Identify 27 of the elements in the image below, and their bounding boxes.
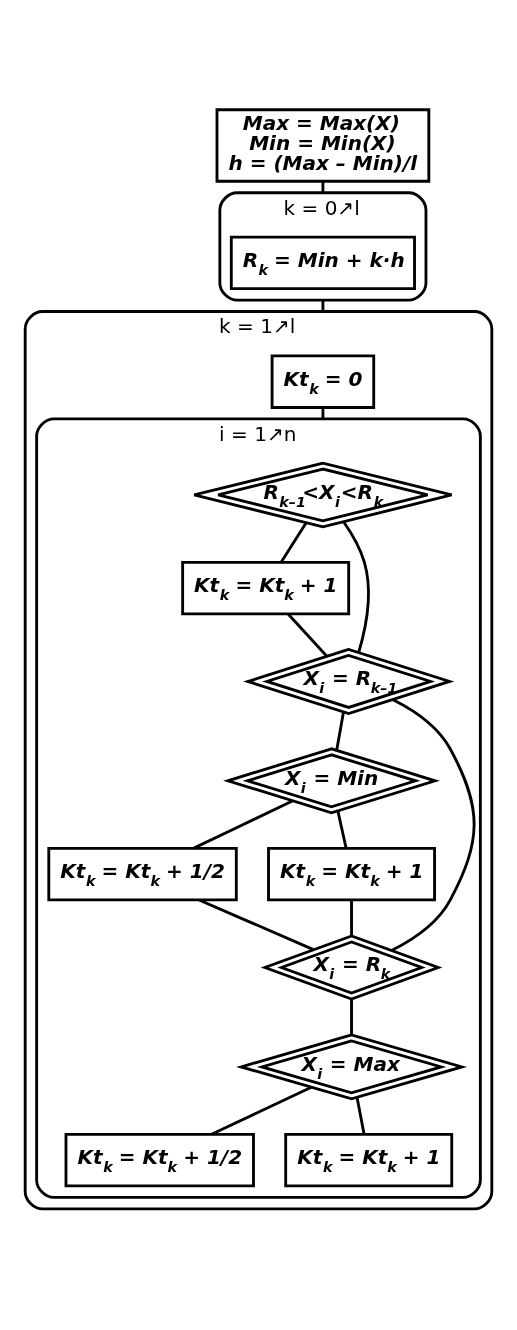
connector xyxy=(287,613,328,657)
connector xyxy=(321,181,325,193)
node-box: Kt$_{k}$ = Kt$_{k}$ + 1 xyxy=(284,1132,454,1188)
node-box: Kt$_{k}$ = Kt$_{k}$ + 1/2 xyxy=(47,846,238,902)
connector xyxy=(321,300,325,312)
node-diamond: X$_{i}$ = R$_{k–1}$ xyxy=(243,647,455,716)
node-diamond: X$_{i}$ = Max xyxy=(236,1033,467,1101)
connector xyxy=(350,999,353,1035)
node-box: Max = Max(X) Min = Min(X) h = (Max – Min)/l xyxy=(215,108,431,183)
connector xyxy=(350,900,353,936)
node-diamond: X$_{i}$ = R$_{k}$ xyxy=(260,934,443,1001)
connector xyxy=(210,1085,312,1136)
connector xyxy=(390,698,476,952)
node-box: Kt$_{k}$ = Kt$_{k}$ + 1/2 xyxy=(64,1132,255,1188)
connector xyxy=(198,898,314,951)
node-box: R$_{k}$ = Min + k·h xyxy=(229,235,416,291)
node-box: Kt$_{k}$ = Kt$_{k}$ + 1 xyxy=(181,560,351,616)
connector xyxy=(280,522,308,563)
connector xyxy=(342,520,370,653)
connector xyxy=(335,712,345,751)
node-diamond: X$_{i}$ = Min xyxy=(223,747,440,815)
connector xyxy=(355,1097,366,1135)
node-box: Kt$_{k}$ = Kt$_{k}$ + 1 xyxy=(267,846,436,902)
connector xyxy=(336,811,348,849)
connector xyxy=(321,407,325,419)
node-box: Kt$_{k}$ = 0 xyxy=(270,354,376,409)
connector xyxy=(193,799,293,850)
